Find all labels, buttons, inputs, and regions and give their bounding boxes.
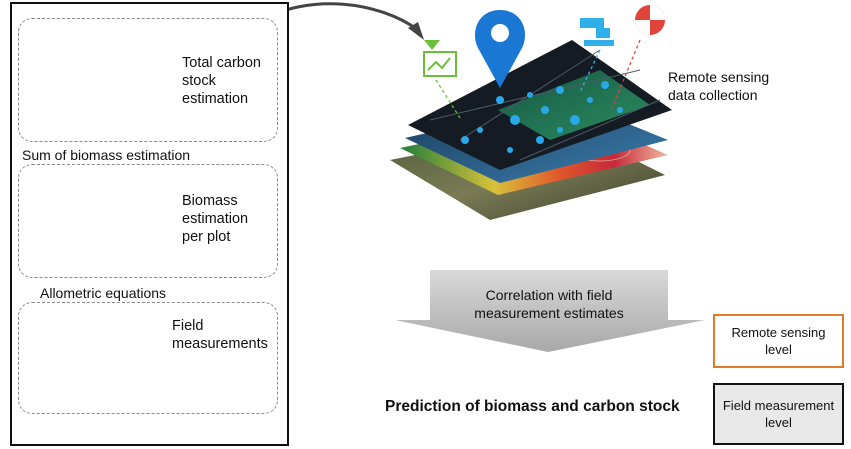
location-pin-icon [474,10,526,88]
allometric-label: Allometric equations [40,285,167,301]
field-measurement-panel [10,2,289,446]
field-measurements-box [18,302,278,414]
sensor-chart-icon [423,40,461,119]
prediction-label: Prediction of biomass and carbon stock [385,398,680,415]
remote-sensing-layers [390,40,672,220]
biomass-plot-box [18,164,278,278]
total-carbon-label: Total carbon stock estimation [182,55,261,107]
legend-field-measurement-level: Field measurement level [713,383,844,445]
water-outflow-icon [579,18,614,93]
correlation-label: Correlation with field measurement estim… [474,287,624,321]
field-measurements-label: Field measurements [172,318,268,352]
total-carbon-box [18,18,278,142]
sum-biomass-label: Sum of biomass estimation [22,147,191,163]
survey-marker-icon [611,5,665,109]
remote-sensing-label: Remote sensing data collection [668,69,770,103]
biomass-per-plot-label: Biomass estimation per plot [182,193,249,245]
legend-remote-sensing-level: Remote sensing level [713,314,844,368]
curved-link-arrowhead [408,22,424,40]
correlation-arrow-shape [395,270,705,352]
